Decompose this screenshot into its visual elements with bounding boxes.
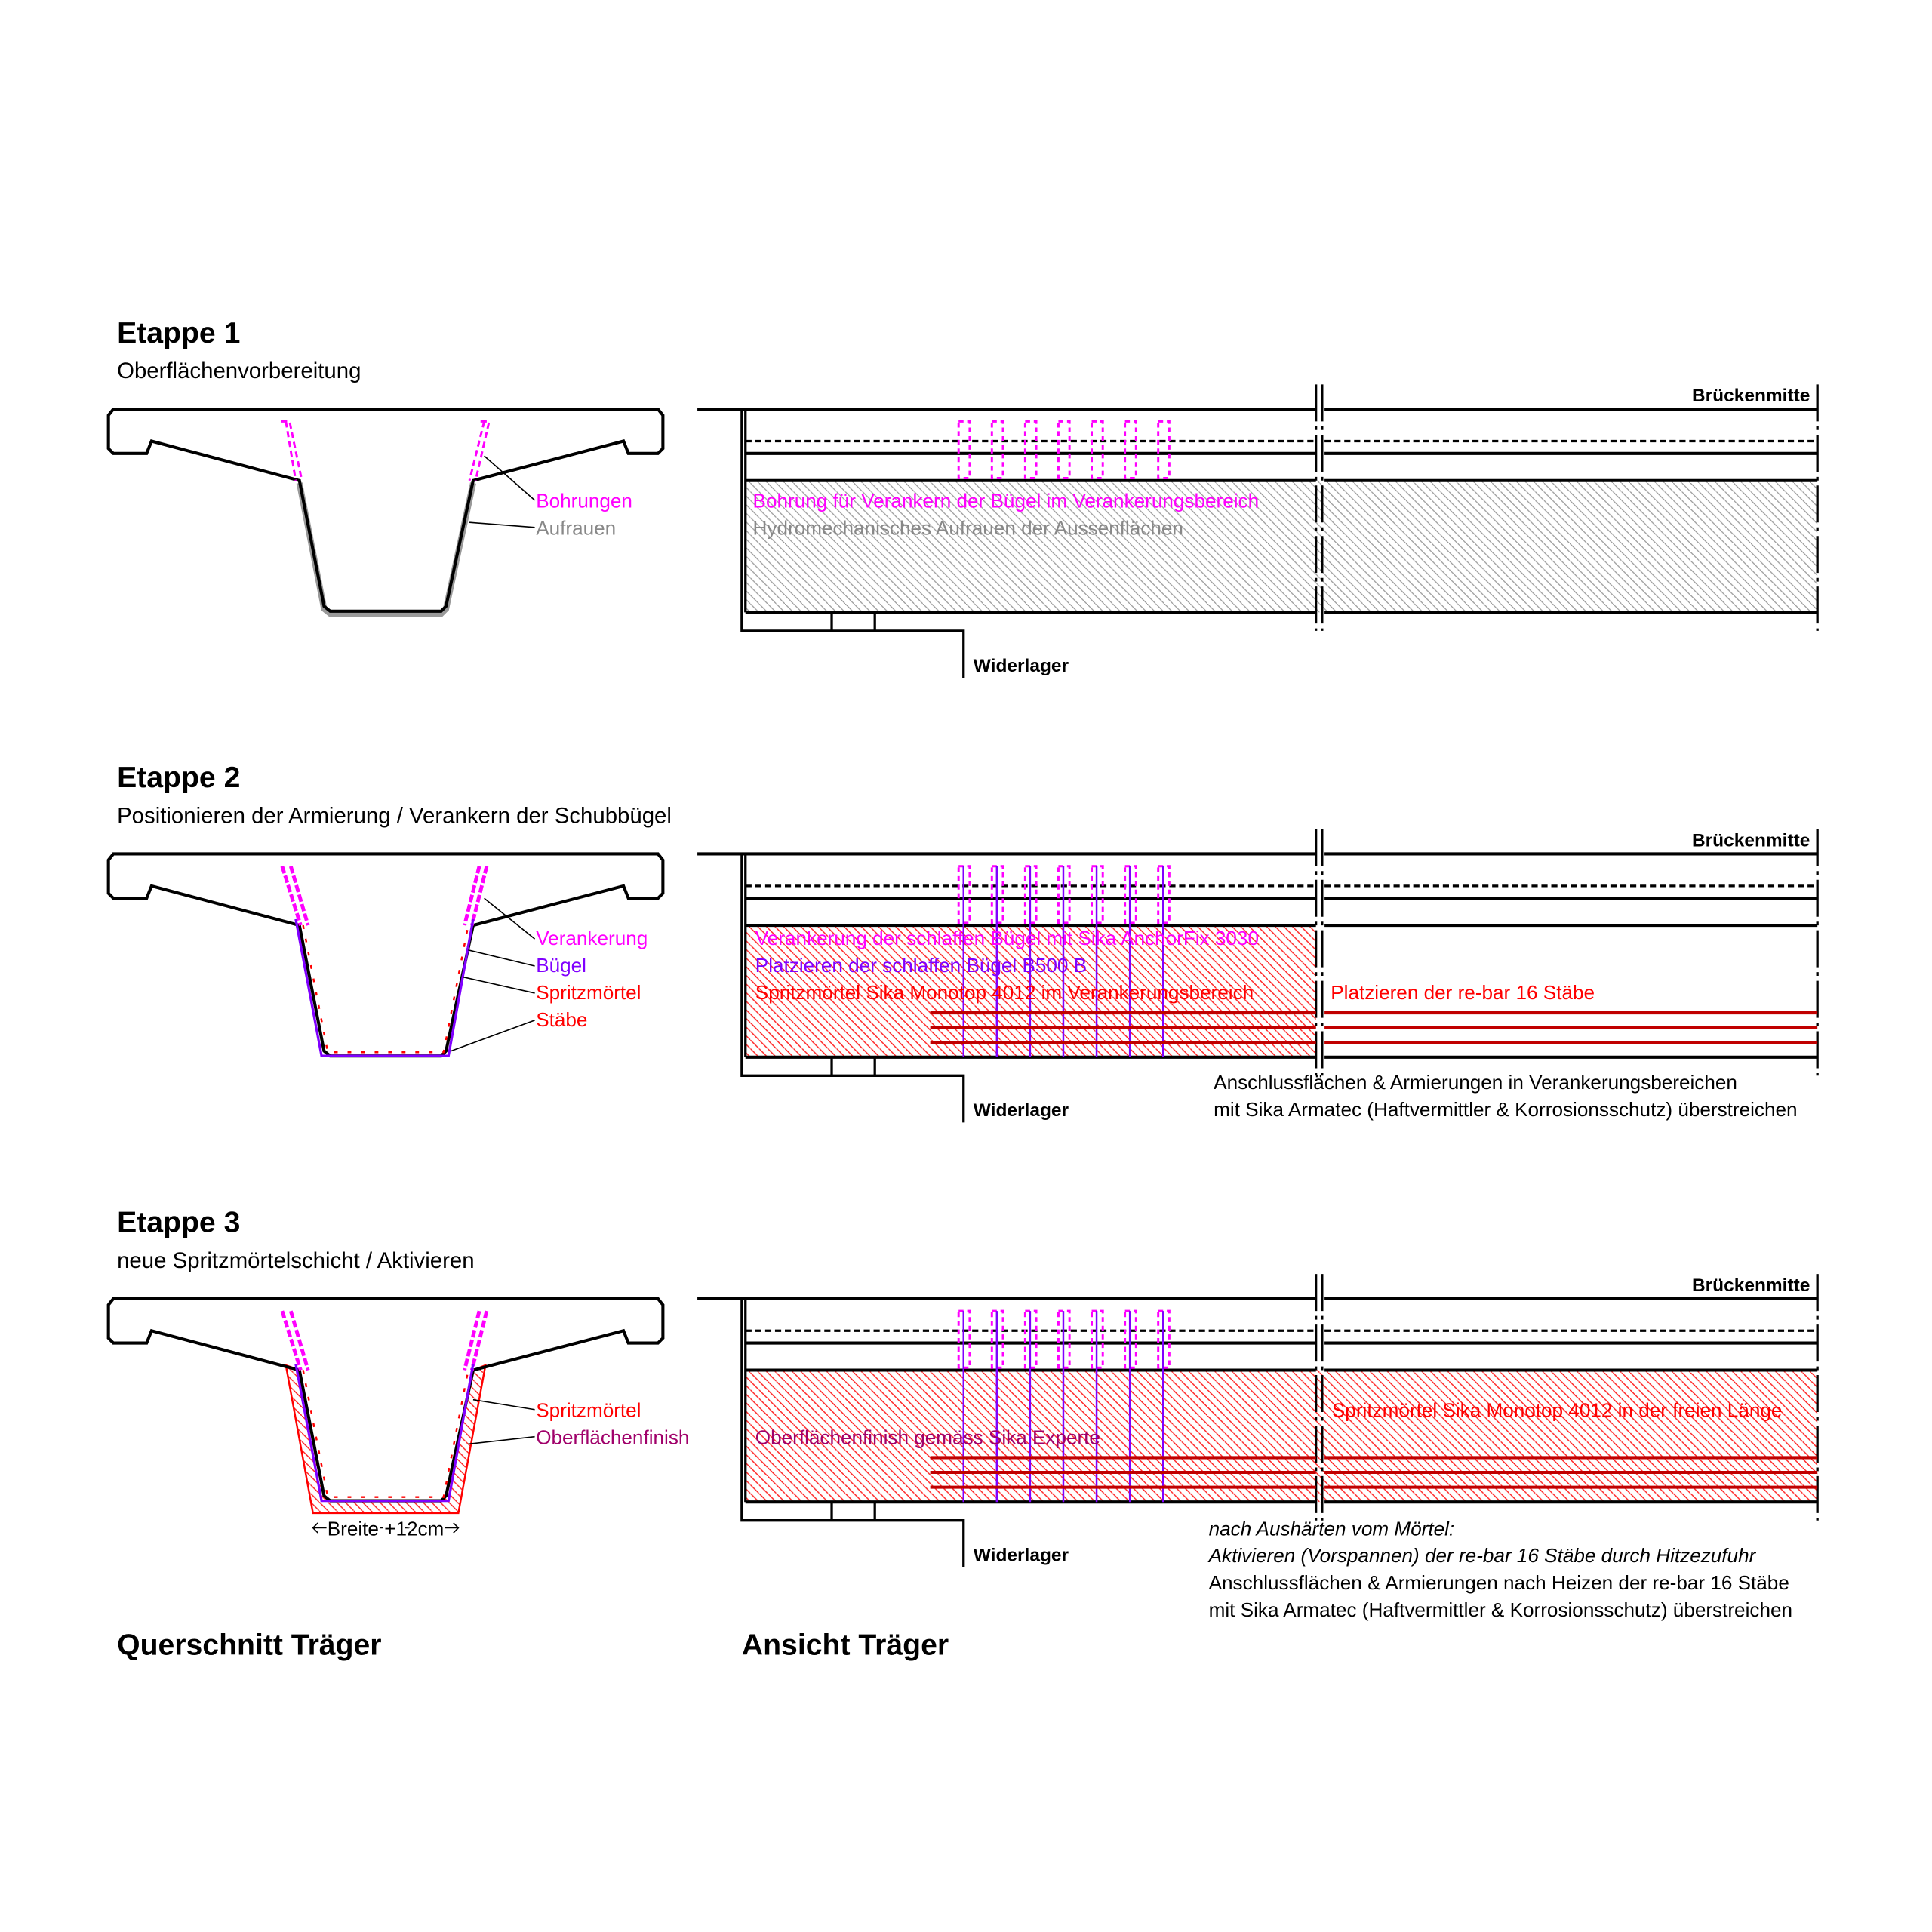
stage-title: Etappe 3 [117,1207,240,1239]
midspan-label: Brückenmitte [1692,831,1810,851]
label-spritzmoertel: Spritzmörtel [536,981,641,1004]
label-bohrungen: Bohrungen [536,490,632,512]
view-label: Hydromechanisches Aufrauen der Aussenflä… [753,517,1183,540]
support-label: Widerlager [974,656,1069,676]
stage-2: Etappe 2 Positionieren der Armierung / V… [109,761,1817,1122]
note-line: nach Aushärten vom Mörtel: [1209,1517,1455,1540]
stage-subtitle: neue Spritzmörtelschicht / Aktivieren [117,1248,474,1273]
stage-3: Etappe 3 neue Spritzmörtelschicht / Akti… [109,1207,1817,1621]
stage-title: Etappe 1 [117,317,240,349]
stage-title: Etappe 2 [117,761,240,794]
view-title: Ansicht Träger [742,1629,949,1662]
note-line: mit Sika Armatec (Haftvermittler & Korro… [1214,1098,1797,1121]
cross-section: Verankerung Bügel Spritzmörtel Stäbe [109,854,663,1056]
elevation-view: Bohrung für Verankern der Bügel im Veran… [697,384,1817,678]
view-label: Platzieren der schlaffen Bügel B500 B [755,954,1087,977]
label-buegel: Bügel [536,954,586,977]
cross-section: Spritzmörtel Oberflächenfinish Breite +1… [109,1299,689,1543]
view-label: Spritzmörtel Sika Monotop 4012 im Verank… [755,981,1254,1004]
section-title: Querschnitt Träger [117,1629,381,1662]
view-label: Bohrung für Verankern der Bügel im Veran… [753,490,1260,512]
note-line: Anschlussflächen & Armierungen in Verank… [1214,1071,1737,1094]
view-label: Platzieren der re-bar 16 Stäbe [1331,981,1595,1004]
drill-holes [281,420,491,481]
view-label: Oberflächenfinish gemäss Sika Experte [755,1426,1100,1448]
label-spritzmoertel: Spritzmörtel [536,1399,641,1422]
elevation-view: Brückenmitte Widerlager [697,1274,1817,1567]
label-staebe: Stäbe [536,1008,587,1031]
stage-subtitle: Positionieren der Armierung / Verankern … [117,804,672,829]
view-label: Spritzmörtel Sika Monotop 4012 in der fr… [1332,1399,1783,1422]
cross-section: Bohrungen Aufrauen [109,409,663,617]
width-label: Breite +12cm [328,1517,445,1540]
support-label: Widerlager [974,1546,1069,1566]
label-verankerung: Verankerung [536,927,648,949]
stage-1: Etappe 1 Oberflächenvorbereitung Bohrung… [109,317,1817,678]
support-label: Widerlager [974,1100,1069,1121]
note-line: Anschlussflächen & Armierungen nach Heiz… [1209,1571,1789,1594]
label-aufrauen: Aufrauen [536,517,616,540]
label-oberflaechenfinish: Oberflächenfinish [536,1426,689,1448]
elevation-view: Brückenmitte Widerlager [697,829,1817,1123]
view-label: Verankerung der schlaffen Bügel mit Sika… [755,927,1259,949]
note-line: Aktivieren (Vorspannen) der re-bar 16 St… [1208,1544,1757,1567]
stage-subtitle: Oberflächenvorbereitung [117,358,361,383]
midspan-label: Brückenmitte [1692,1275,1810,1296]
width-dimension [312,1522,460,1534]
note-line: mit Sika Armatec (Haftvermittler & Korro… [1209,1598,1792,1621]
midspan-label: Brückenmitte [1692,386,1810,406]
